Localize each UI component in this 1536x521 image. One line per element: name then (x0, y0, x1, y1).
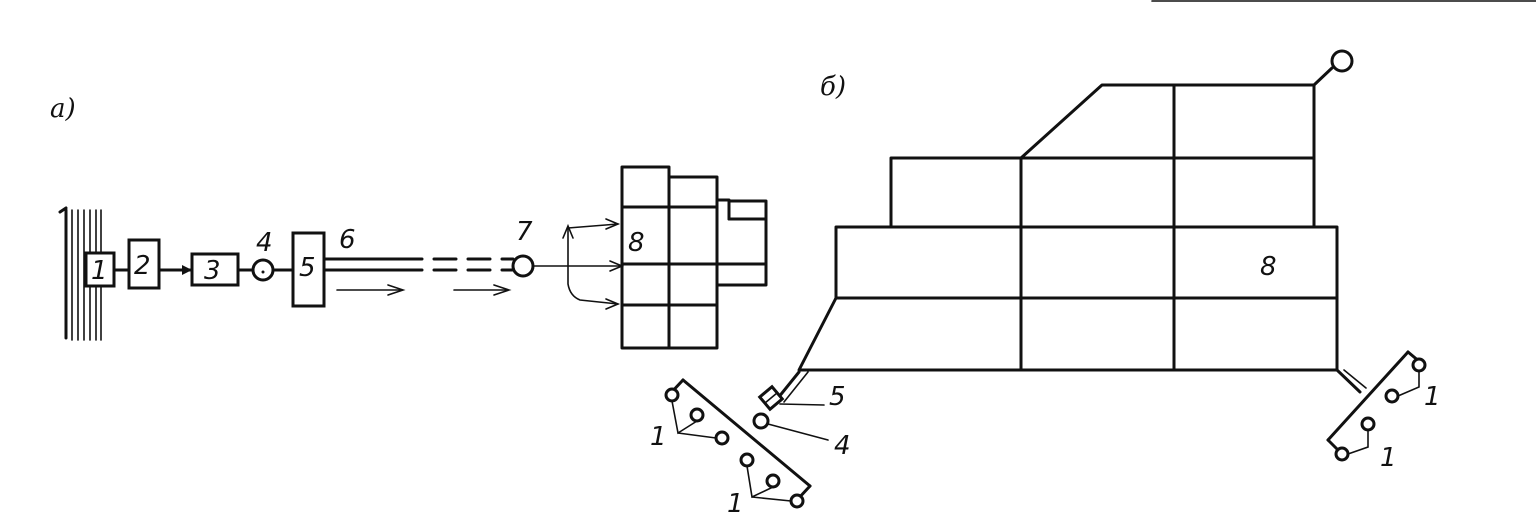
block-2 (127, 238, 161, 290)
valve-5 (757, 384, 825, 412)
well-label-1a: 1 (650, 422, 667, 452)
block-1-label: 1 (91, 256, 108, 286)
outlet-circle (1330, 49, 1354, 73)
building-b-label-8: 8 (1260, 252, 1277, 282)
element-4-circle (251, 258, 275, 282)
node-7-circle (511, 254, 535, 278)
pipeline-6-label: 6 (339, 225, 356, 255)
building-plan-b (797, 49, 1354, 372)
element-4b-circle (752, 412, 770, 430)
panel-b-label: б) (820, 72, 846, 102)
node-7-label: 7 (516, 217, 533, 247)
well-label-1d: 1 (1380, 443, 1397, 473)
panel-a-label: а) (50, 94, 76, 124)
left-connection (776, 370, 809, 403)
panel-a: а) 1 2 3 4 5 (50, 94, 768, 350)
right-well-group (1326, 350, 1427, 462)
right-connection (1335, 368, 1367, 394)
distribution-bracket (562, 218, 621, 310)
flow-arrows (336, 284, 512, 296)
element-4b-label: 4 (834, 431, 851, 461)
building-a-label-8: 8 (628, 228, 645, 258)
block-5-label: 5 (299, 253, 316, 283)
pipeline-6 (322, 257, 515, 272)
valve-5-label: 5 (829, 382, 846, 412)
building-plan-a (620, 165, 768, 350)
left-well-group (664, 378, 812, 509)
panel-b: б) 8 5 4 (650, 49, 1441, 519)
arrowhead-2-3 (182, 265, 192, 275)
block-3-label: 3 (204, 256, 221, 286)
element-4-label: 4 (256, 228, 273, 258)
block-2-label: 2 (134, 251, 151, 281)
well-label-1b: 1 (727, 489, 744, 519)
well-label-1c: 1 (1424, 382, 1441, 412)
